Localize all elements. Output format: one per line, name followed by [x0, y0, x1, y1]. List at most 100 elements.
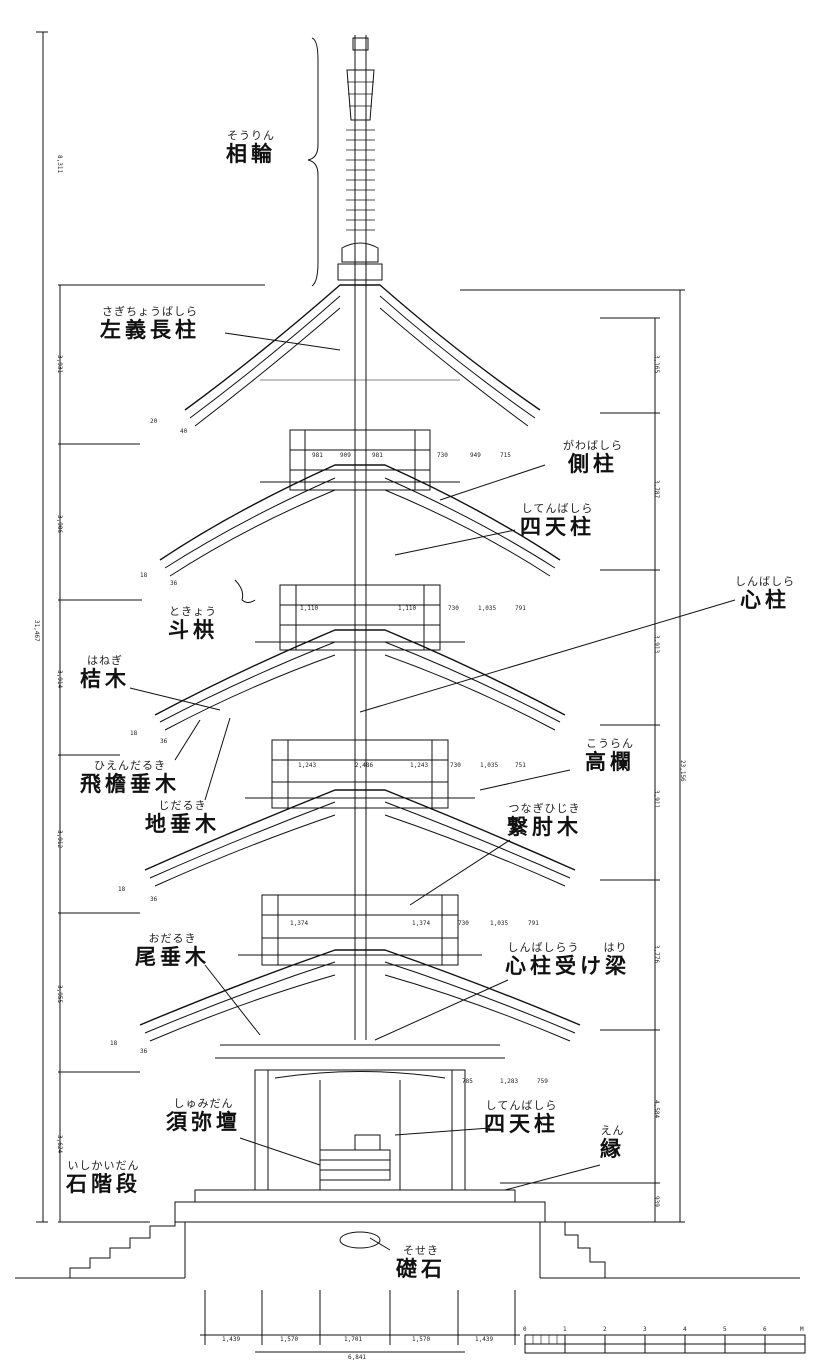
dim-left-4: 3,912 — [56, 830, 63, 849]
dim-right-3: 3,911 — [653, 790, 660, 809]
dim-left-total: 31,467 — [33, 620, 40, 642]
leader-shinbashiraukebari — [374, 979, 509, 1041]
dim-s1-1: 1,283 — [500, 1078, 519, 1085]
roof-5 — [184, 284, 541, 411]
dim-s4-2: 730 — [448, 605, 459, 612]
dim-bottom-0: 1,439 — [222, 1336, 241, 1343]
label-sagichoubashira: さぎちょうばしら左義長柱 — [100, 305, 200, 342]
dim-s2-3: 1,035 — [490, 920, 509, 927]
leader-shinbashira — [359, 599, 736, 713]
dim-s5-5: 715 — [500, 452, 511, 459]
dim-right-4: 3,776 — [653, 945, 660, 964]
dim-right-6: 939 — [653, 1196, 660, 1207]
scale-tick-1: 1 — [563, 1326, 567, 1333]
dim-s3-3: 730 — [450, 762, 461, 769]
dim-s2-2: 730 — [458, 920, 469, 927]
dim-s5-2: 981 — [372, 452, 383, 459]
label-odaruki: おだるき尾垂木 — [135, 932, 210, 969]
dim-s3-5: 751 — [515, 762, 526, 769]
label-tokyou: ときょう斗栱 — [168, 605, 218, 642]
dim-s5-1: 909 — [340, 452, 351, 459]
leader-en — [504, 1164, 601, 1191]
dim-s4-3: 1,035 — [478, 605, 497, 612]
slope-2b: 36 — [150, 896, 158, 903]
slope-4a: 18 — [140, 572, 148, 579]
dim-right-total: 23,156 — [679, 760, 686, 782]
dim-left-6: 3,624 — [56, 1135, 63, 1154]
dim-right-1: 3,787 — [653, 480, 660, 499]
roof-1 — [139, 949, 581, 1026]
slope-4b: 36 — [170, 580, 178, 587]
dim-s5-0: 981 — [312, 452, 323, 459]
dim-left-5: 3,955 — [56, 985, 63, 1004]
stone-stairs — [69, 1202, 176, 1278]
dim-s1-2: 759 — [537, 1078, 548, 1085]
scale-unit: M — [800, 1326, 804, 1333]
dim-bottom-3: 1,570 — [412, 1336, 431, 1343]
leader-soseki — [369, 1237, 391, 1251]
scale-tick-0: 0 — [523, 1326, 527, 1333]
label-shinbashiraukebari: しんばしらう はり心柱受け梁 — [505, 941, 630, 978]
dim-left-1: 3,931 — [56, 355, 63, 374]
scale-tick-4: 4 — [683, 1326, 687, 1333]
dim-s4-0: 1,110 — [300, 605, 319, 612]
slope-5b: 40 — [180, 428, 188, 435]
roof-2 — [144, 789, 576, 871]
scale-tick-6: 6 — [763, 1326, 767, 1333]
leader-gawabashira — [439, 464, 546, 501]
leader-odaruki — [204, 964, 261, 1036]
sorin-brace — [307, 37, 319, 287]
dim-s1-0: 785 — [462, 1078, 473, 1085]
label-soseki: そせき礎石 — [396, 1244, 446, 1281]
slope-3b: 36 — [160, 738, 168, 745]
leader-shitenbashira-lower — [394, 1127, 491, 1136]
dim-s3-2: 1,243 — [410, 762, 429, 769]
slope-1a: 18 — [110, 1040, 118, 1047]
slope-3a: 18 — [130, 730, 138, 737]
dim-right-5: 4,584 — [653, 1100, 660, 1119]
label-tsunagihijiki: つなぎひじき繋肘木 — [507, 802, 582, 839]
leader-shitenbashira-upper — [394, 529, 516, 556]
roof-3 — [154, 629, 566, 716]
slope-2a: 18 — [118, 886, 126, 893]
leader-shumidan — [239, 1137, 321, 1166]
dim-left-2: 3,906 — [56, 515, 63, 534]
dim-s4-1: 1,110 — [398, 605, 417, 612]
ground-story — [254, 1069, 466, 1191]
dim-left-3: 3,914 — [56, 670, 63, 689]
scale-tick-5: 5 — [723, 1326, 727, 1333]
dim-s3-1: 2,486 — [355, 762, 374, 769]
label-jidaruki: じだるき地垂木 — [145, 799, 220, 836]
slope-1b: 36 — [140, 1048, 148, 1055]
foundation-stone — [339, 1231, 381, 1249]
leader-haneki — [129, 687, 221, 711]
slope-5a: 20 — [150, 418, 158, 425]
dim-s2-0: 1,374 — [290, 920, 309, 927]
dim-s5-4: 949 — [470, 452, 481, 459]
tokyou-hook — [234, 579, 256, 603]
dim-s2-4: 791 — [528, 920, 539, 927]
label-hiendaruki: ひえんだるき飛檐垂木 — [80, 759, 180, 796]
roof-4 — [159, 464, 561, 561]
label-haneki: はねぎ桔木 — [80, 654, 130, 691]
leader-koran — [479, 769, 571, 791]
label-gawabashira: がわばしら側柱 — [563, 439, 623, 476]
label-en: えん縁 — [600, 1124, 625, 1161]
leader-sagichoubashira — [224, 332, 341, 351]
shumidan-platform — [319, 1149, 391, 1181]
label-shinbashira: しんばしら心柱 — [735, 575, 795, 612]
label-ishikaidan: いしかいだん石階段 — [66, 1159, 141, 1196]
dim-s3-4: 1,035 — [480, 762, 499, 769]
label-shitenbashira-lower: してんばしら四天柱 — [484, 1099, 559, 1136]
label-shumidan: しゅみだん須弥壇 — [166, 1097, 241, 1134]
dim-s2-1: 1,374 — [412, 920, 431, 927]
dim-right-2: 3,913 — [653, 635, 660, 654]
dim-s4-4: 791 — [515, 605, 526, 612]
leader-jidaruki — [204, 717, 231, 801]
dim-right-0: 3,165 — [653, 355, 660, 374]
label-sourin: そうりん相輪 — [226, 129, 276, 166]
dim-bottom-4: 1,439 — [475, 1336, 494, 1343]
dim-s3-0: 1,243 — [298, 762, 317, 769]
leader-tsunagihijiki — [409, 839, 511, 906]
label-shitenbashira-upper: してんばしら四天柱 — [520, 502, 595, 539]
